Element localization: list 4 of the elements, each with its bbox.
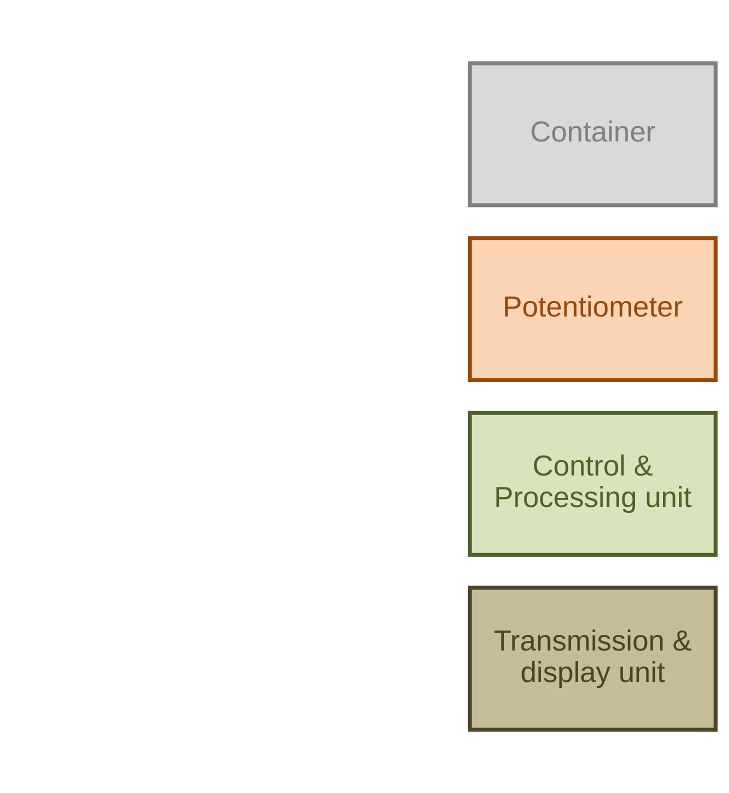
node-box: Container: [468, 61, 718, 208]
node-box: Control & Processing unit: [468, 410, 718, 557]
node-box: Potentiometer: [468, 236, 718, 382]
node-box: Transmission & display unit: [468, 586, 718, 732]
